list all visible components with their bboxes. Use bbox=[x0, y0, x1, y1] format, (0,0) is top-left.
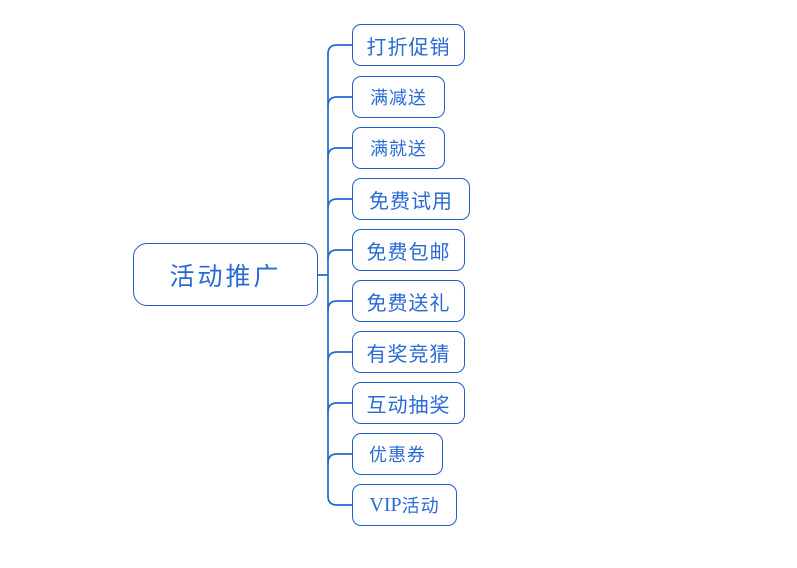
child-node-10-label-latin: VIP bbox=[369, 493, 402, 516]
connector-branch-7 bbox=[327, 351, 353, 362]
child-node-2-label: 满减送 bbox=[370, 88, 427, 108]
child-node-6[interactable]: 免费送礼 bbox=[352, 280, 465, 322]
connector-branch-4 bbox=[327, 198, 353, 209]
child-node-10-label-cjk: 活动 bbox=[401, 496, 440, 516]
connector-branch-9 bbox=[327, 453, 353, 464]
root-node[interactable]: 活动推广 bbox=[133, 243, 318, 306]
root-node-label: 活动推广 bbox=[169, 262, 282, 291]
child-node-4[interactable]: 免费试用 bbox=[352, 178, 470, 220]
child-node-1-label: 打折促销 bbox=[366, 36, 451, 59]
child-node-4-label: 免费试用 bbox=[369, 190, 453, 213]
connector-branch-6 bbox=[327, 300, 353, 311]
connector-branch-1 bbox=[327, 44, 353, 55]
child-node-5[interactable]: 免费包邮 bbox=[352, 229, 465, 271]
connector-branch-2 bbox=[327, 96, 353, 107]
connector-branch-3 bbox=[327, 147, 353, 158]
child-node-3-label: 满就送 bbox=[370, 139, 427, 159]
child-node-8[interactable]: 互动抽奖 bbox=[352, 382, 465, 424]
child-node-9-label: 优惠券 bbox=[369, 445, 426, 465]
connector-branch-10 bbox=[327, 495, 353, 506]
child-node-7-label: 有奖竞猜 bbox=[366, 343, 451, 366]
child-node-8-label: 互动抽奖 bbox=[366, 394, 451, 417]
connector-branch-5 bbox=[327, 249, 353, 260]
child-node-1[interactable]: 打折促销 bbox=[352, 24, 465, 66]
child-node-7[interactable]: 有奖竞猜 bbox=[352, 331, 465, 373]
child-node-3[interactable]: 满就送 bbox=[352, 127, 445, 169]
child-node-6-label: 免费送礼 bbox=[366, 292, 451, 315]
child-node-5-label: 免费包邮 bbox=[366, 241, 451, 264]
connector-branch-8 bbox=[327, 402, 353, 413]
child-node-9[interactable]: 优惠券 bbox=[352, 433, 443, 475]
child-node-2[interactable]: 满减送 bbox=[352, 76, 445, 118]
